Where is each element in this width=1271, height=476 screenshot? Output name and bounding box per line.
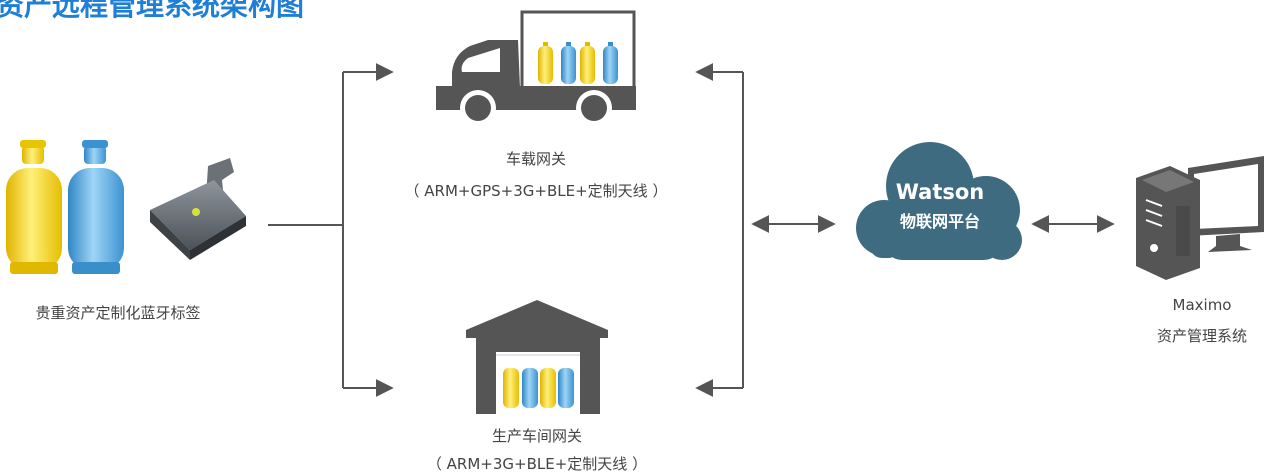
vehicle-gateway-spec: （ ARM+GPS+3G+BLE+定制天线 ） (404, 182, 668, 200)
tag-label: 贵重资产定制化蓝牙标签 (35, 304, 201, 322)
truck-cargo-cylinders-icon (538, 42, 618, 84)
gateways-to-cloud-connector (695, 63, 836, 397)
cylinder-yellow-icon (6, 140, 62, 274)
workshop-gateway-name: 生产车间网关 (491, 427, 582, 445)
maximo-subtitle: 资产管理系统 (1156, 327, 1247, 345)
cloud-icon (856, 142, 1022, 260)
diagram-title: 资产远程管理系统架构图 (0, 0, 305, 22)
workshop-cylinders-icon (503, 368, 574, 408)
cylinder-blue-icon (68, 140, 124, 274)
tag-to-gateways-connector (268, 63, 394, 397)
maximo-name: Maximo (1172, 296, 1232, 314)
cloud-title: Watson (895, 180, 985, 204)
vehicle-gateway-name: 车载网关 (505, 150, 566, 168)
workshop-gateway-spec: （ ARM+3G+BLE+定制天线 ） (426, 455, 648, 473)
cloud-subtitle: 物联网平台 (899, 212, 980, 231)
bluetooth-tag-icon (150, 158, 246, 260)
computer-icon (1136, 156, 1264, 280)
